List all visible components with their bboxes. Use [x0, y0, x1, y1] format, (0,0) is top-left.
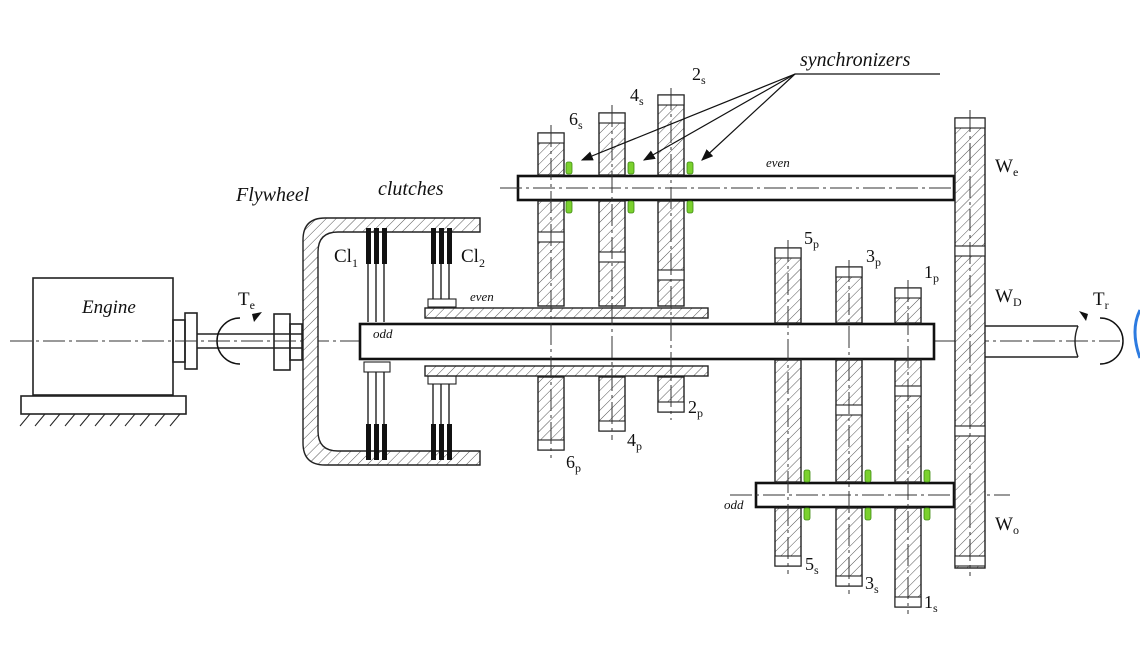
synchronizer-1-a: [923, 469, 931, 483]
flywheel-label: Flywheel: [235, 184, 310, 206]
even-hollow-shaft-label: even: [470, 289, 494, 304]
synchronizer-5-b: [803, 507, 811, 521]
synchronizer-3-b: [864, 507, 872, 521]
gear-1p-label: 1p: [924, 262, 939, 285]
synchronizer-5-a: [803, 469, 811, 483]
clutches-label: clutches: [378, 178, 444, 200]
engine-torque-label: Te: [238, 289, 255, 312]
even-layshaft-label: even: [766, 155, 790, 170]
gear-6p-label: 6p: [566, 452, 581, 475]
odd-layshaft-label: odd: [724, 497, 744, 512]
output-torque-label: Tr: [1093, 289, 1109, 312]
output-torque-arrowhead: [1079, 311, 1088, 321]
synchronizer-6-4-a: [565, 161, 573, 175]
input-shaft: [197, 313, 305, 371]
flywheel-housing: [302, 217, 481, 466]
gear-4s-label: 4s: [630, 85, 644, 108]
synchronizer-4-2-a: [627, 161, 635, 175]
gear-2s-label: 2s: [692, 64, 706, 87]
engine-block: [19, 277, 198, 427]
synchronizer-3-a: [864, 469, 872, 483]
synchronizers-lower: [803, 469, 931, 521]
output-torque-arrow: [1099, 317, 1124, 365]
synchronizer-1-b: [923, 507, 931, 521]
synchronizer-2-b: [686, 200, 694, 214]
even-hollow-shaft-bottom: [424, 365, 709, 377]
output-shaft: [985, 325, 1079, 358]
wheel-o-label: Wo: [995, 514, 1019, 537]
odd-inner-shaft: [358, 322, 936, 361]
gear-2p-label: 2p: [688, 397, 703, 420]
clutch-1-label: Cl1: [334, 246, 358, 270]
gear-3s-label: 3s: [865, 573, 879, 596]
gear-1s-label: 1s: [924, 592, 938, 615]
clutch-2-label: Cl2: [461, 246, 485, 270]
wheel-d-label: WD: [995, 286, 1022, 309]
synchronizer-2-a: [686, 161, 694, 175]
synchronizers-upper: [565, 161, 694, 214]
gear-5s-label: 5s: [805, 554, 819, 577]
clutch-cl2: [427, 228, 457, 460]
even-hollow-shaft-top: [424, 307, 709, 319]
synchronizers-label: synchronizers: [800, 49, 911, 71]
synchronizer-6-4-b: [565, 200, 573, 214]
engine-torque-arrow: [216, 317, 241, 365]
edge-accent: [1133, 309, 1140, 359]
gear-4p-label: 4p: [627, 430, 642, 453]
engine-torque-arrowhead: [252, 312, 262, 322]
synchronizer-4-2-b: [627, 200, 635, 214]
gear-5p-label: 5p: [804, 228, 819, 251]
wheel-e-label: We: [995, 156, 1018, 179]
gear-6s-label: 6s: [569, 109, 583, 132]
engine-label: Engine: [81, 297, 136, 318]
clutch-cl1: [363, 228, 391, 460]
gear-3p-label: 3p: [866, 246, 881, 269]
synchronizer-leaders: [580, 73, 940, 161]
odd-inner-shaft-label: odd: [373, 326, 393, 341]
